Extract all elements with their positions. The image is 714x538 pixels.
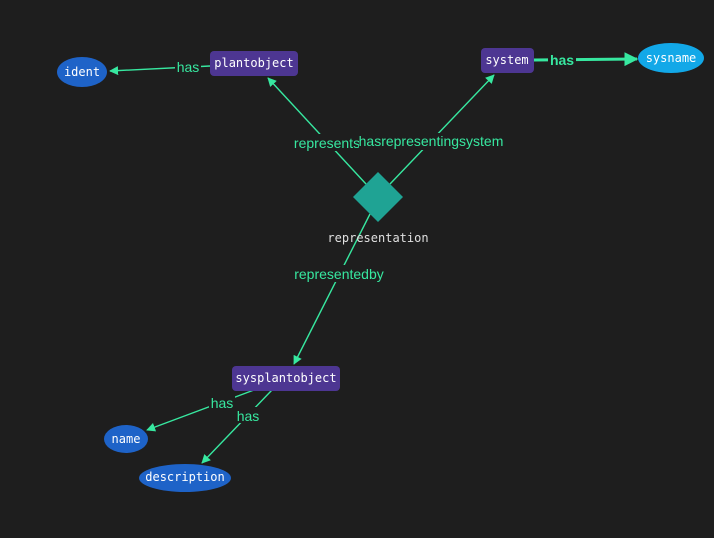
edge-has-description[interactable] [201, 389, 273, 464]
relationship-label-representation: representation [327, 231, 428, 245]
edge-represents[interactable] [267, 77, 367, 185]
edge-labels: has has represents hasrepresentingsystem… [175, 52, 576, 424]
edge-label-has-description: has [237, 408, 260, 424]
entity-node-plantobject[interactable]: plantobject [210, 51, 298, 76]
entity-label-sysplantobject: sysplantobject [235, 371, 336, 385]
edge-label-has-name: has [211, 395, 234, 411]
relationship-node-representation[interactable]: representation [327, 172, 429, 245]
edge-label-hasrepresentingsystem: hasrepresentingsystem [359, 133, 504, 149]
edges [109, 52, 639, 464]
edge-label-has-sysname: has [550, 52, 574, 68]
attribute-label-name: name [112, 432, 141, 446]
edge-label-representedby: representedby [294, 266, 384, 282]
attribute-label-description: description [145, 470, 224, 484]
edge-representedby[interactable] [293, 213, 371, 365]
attribute-label-sysname: sysname [646, 51, 697, 65]
entity-node-sysplantobject[interactable]: sysplantobject [232, 366, 340, 391]
entity-label-system: system [485, 53, 528, 67]
entity-node-system[interactable]: system [481, 48, 534, 73]
edge-has-name[interactable] [146, 389, 255, 432]
entity-label-plantobject: plantobject [214, 56, 293, 70]
attribute-node-ident[interactable]: ident [57, 57, 107, 87]
edge-label-has-ident: has [177, 59, 200, 75]
attribute-node-name[interactable]: name [104, 425, 148, 453]
edge-hasrepresentingsystem[interactable] [389, 74, 495, 185]
attribute-node-sysname[interactable]: sysname [638, 43, 704, 73]
attribute-label-ident: ident [64, 65, 100, 79]
attribute-node-description[interactable]: description [139, 464, 231, 492]
edge-label-represents: represents [294, 135, 360, 151]
